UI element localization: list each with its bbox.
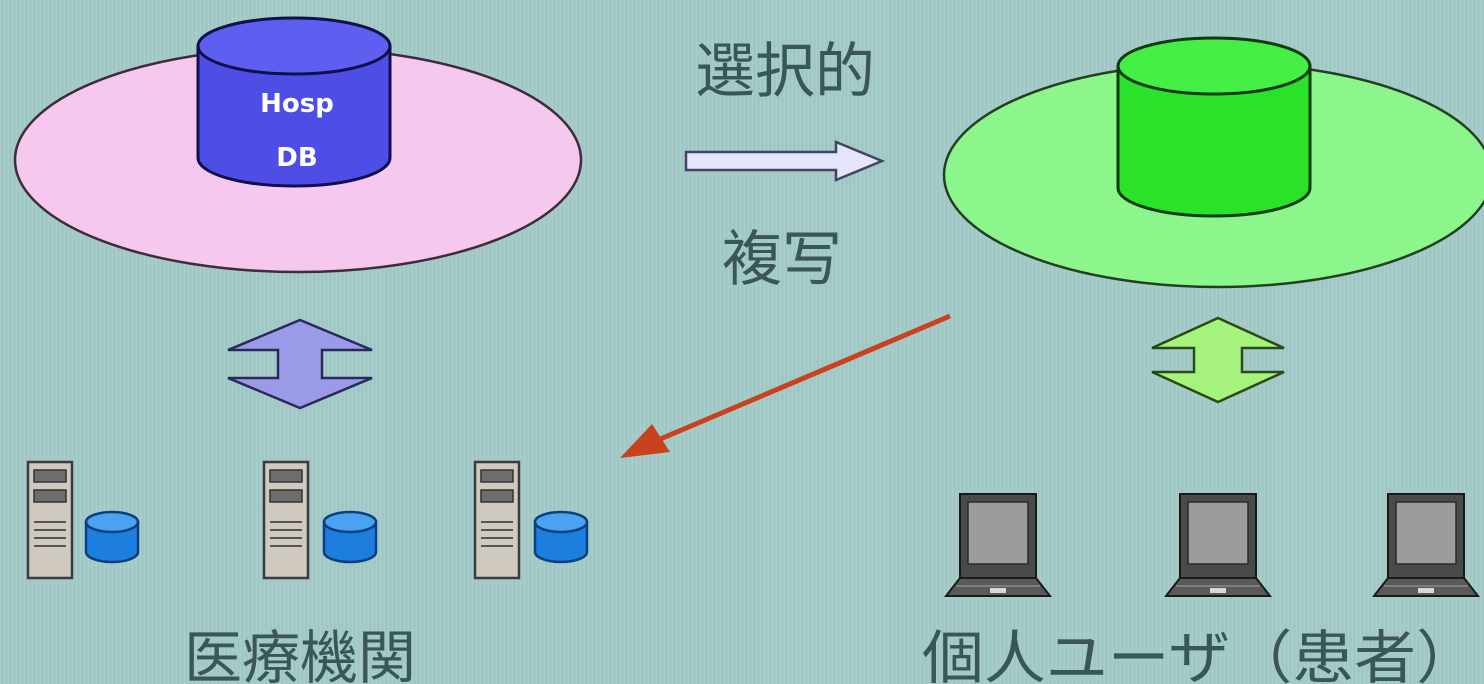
hospital-link-arrow — [227, 318, 373, 410]
hospital-server-1 — [26, 460, 140, 580]
hospital-server-3 — [473, 460, 589, 580]
personal-link-arrow — [1151, 316, 1285, 404]
replication-arrow — [684, 140, 886, 182]
user-laptop-2 — [1165, 493, 1271, 597]
personal-db-icon — [1116, 36, 1312, 218]
replication-label-top: 選択的 — [695, 37, 875, 107]
hospital-server-2 — [262, 460, 378, 580]
return-arrow — [620, 313, 951, 458]
replication-label-bottom: 複写 — [722, 225, 842, 295]
hospital-db-icon — [196, 16, 392, 188]
individual-users-label: 個人ユーザ（患者） — [922, 624, 1478, 684]
user-laptop-3 — [1373, 493, 1479, 597]
hospital-db-label-line1: Hosp — [260, 89, 334, 119]
user-laptop-1 — [945, 493, 1051, 597]
hospital-db-label-line2: DB — [276, 143, 317, 173]
medical-institutions-label: 医療機関 — [184, 624, 416, 684]
